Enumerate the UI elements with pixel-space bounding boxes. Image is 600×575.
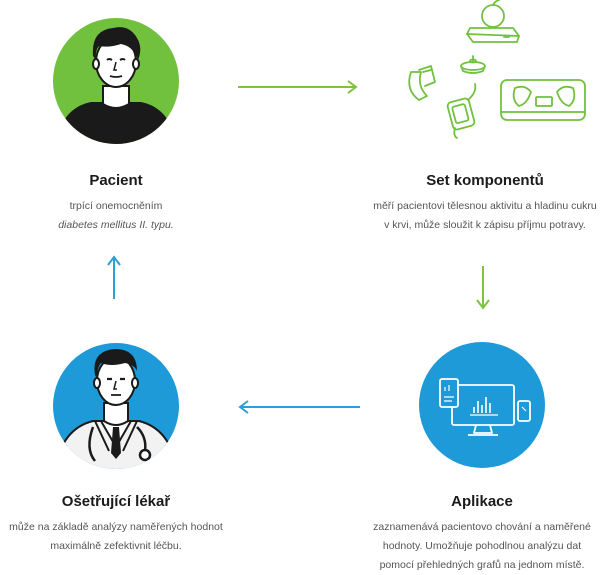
monitor-phone-icon	[419, 342, 545, 468]
patient-title: Pacient	[89, 172, 143, 189]
app-desc-line2: hodnoty. Umožňuje pohodlnou analýzu dat	[382, 540, 582, 552]
doctor-desc-line2: maximálně zefektivnit léčbu.	[50, 540, 182, 552]
doctor-description: může na základě analýzy naměřených hodno…	[0, 518, 236, 556]
app-desc-line1: zaznamenává pacientovo chování a naměřen…	[373, 521, 591, 533]
doctor-title: Ošetřující lékař	[61, 493, 171, 510]
doctor-desc-line1: může na základě analýzy naměřených hodno…	[9, 521, 223, 533]
patient-description: trpící onemocněním diabetes mellitus II.…	[0, 197, 232, 235]
patient-desc-line1: trpící onemocněním	[69, 200, 163, 212]
patient-avatar	[51, 16, 181, 146]
arrow-components-to-app	[476, 266, 490, 310]
components-desc-line1: měří pacientovi tělesnou aktivitu a hlad…	[373, 200, 597, 212]
doctor-avatar	[51, 341, 181, 471]
app-illustration	[418, 341, 546, 469]
device-set-icon	[408, 0, 586, 139]
components-description: měří pacientovi tělesnou aktivitu a hlad…	[360, 197, 600, 235]
patient-avatar-icon	[53, 18, 179, 144]
patient-desc-line2: diabetes mellitus II. typu.	[58, 219, 174, 231]
app-desc-line3: pomocí přehledných grafů na jednom místě…	[379, 559, 585, 571]
components-desc-line2: v krvi, může sloužit k zápisu příjmu pot…	[384, 219, 586, 231]
components-title: Set komponentů	[426, 172, 544, 189]
app-title: Aplikace	[451, 493, 513, 510]
arrow-doctor-to-patient	[107, 255, 121, 299]
components-illustration	[405, 0, 595, 139]
app-description: zaznamenává pacientovo chování a naměřen…	[358, 518, 600, 575]
doctor-avatar-icon	[53, 343, 179, 469]
arrow-app-to-doctor	[238, 400, 360, 414]
arrow-patient-to-components	[238, 80, 358, 94]
